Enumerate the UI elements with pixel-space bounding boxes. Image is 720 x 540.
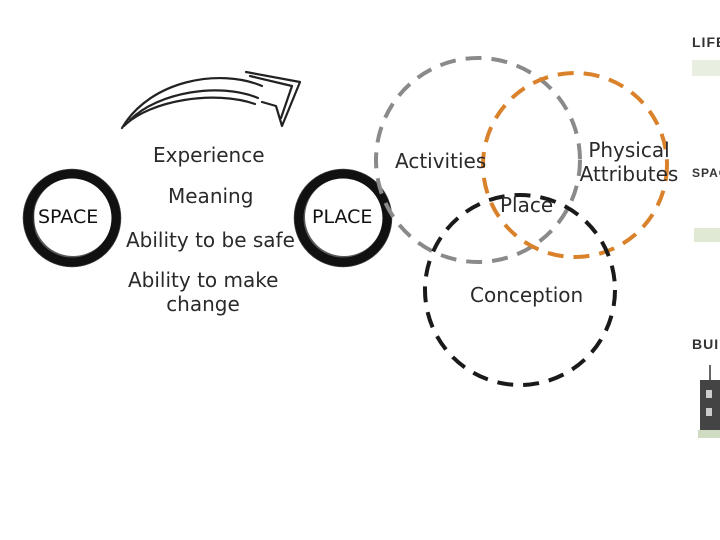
physical-line1: Physical [572, 138, 686, 162]
safe-label: Ability to be safe [126, 228, 295, 252]
meaning-label: Meaning [168, 184, 253, 208]
sidebar-build-label: BUIL [692, 336, 720, 352]
change-label: Ability to make change [128, 268, 278, 316]
activities-label: Activities [395, 149, 486, 173]
building-icon [698, 365, 720, 438]
experience-label: Experience [153, 143, 265, 167]
place-label: PLACE [312, 206, 372, 228]
change-line1: Ability to make [128, 268, 278, 292]
life-strip [692, 60, 720, 76]
sidebar-life-label: LIFE [692, 34, 720, 50]
curved-arrow-icon [122, 72, 300, 128]
conception-label: Conception [470, 283, 583, 307]
physical-line2: Attributes [572, 162, 686, 186]
space-strip [694, 228, 720, 242]
physical-attributes-label: Physical Attributes [572, 138, 686, 186]
place-venn-label: Place [500, 193, 553, 217]
sidebar-space-label: SPAC [692, 166, 720, 180]
change-line2: change [128, 292, 278, 316]
space-label: SPACE [38, 206, 98, 228]
